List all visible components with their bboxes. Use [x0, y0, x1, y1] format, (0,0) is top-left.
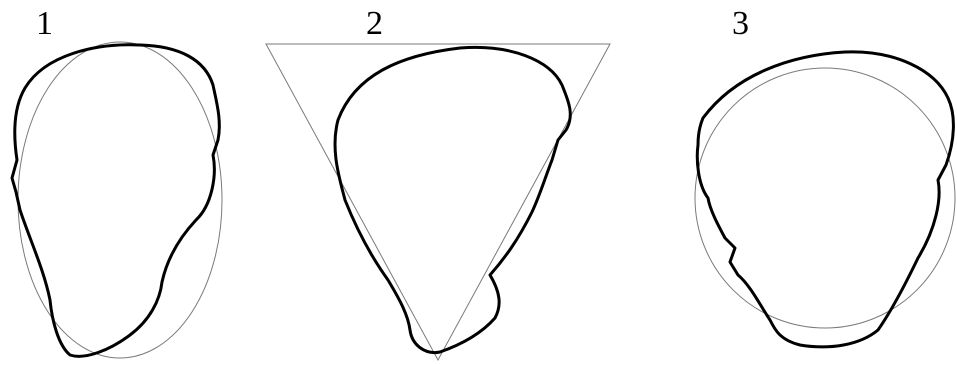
- fitted-triangle: [265, 43, 611, 362]
- fitted-ellipse: [17, 41, 223, 359]
- irregular-contour: [695, 50, 955, 349]
- panel-label-1: 1: [36, 5, 53, 42]
- fitted-circle: [694, 67, 956, 329]
- irregular-contour: [10, 43, 221, 358]
- panel-2: [265, 43, 611, 362]
- irregular-contour: [333, 45, 572, 355]
- panel-label-3: 3: [732, 5, 749, 42]
- panel-3: [694, 50, 956, 349]
- panel-label-2: 2: [366, 5, 383, 42]
- panel-1: [10, 41, 223, 359]
